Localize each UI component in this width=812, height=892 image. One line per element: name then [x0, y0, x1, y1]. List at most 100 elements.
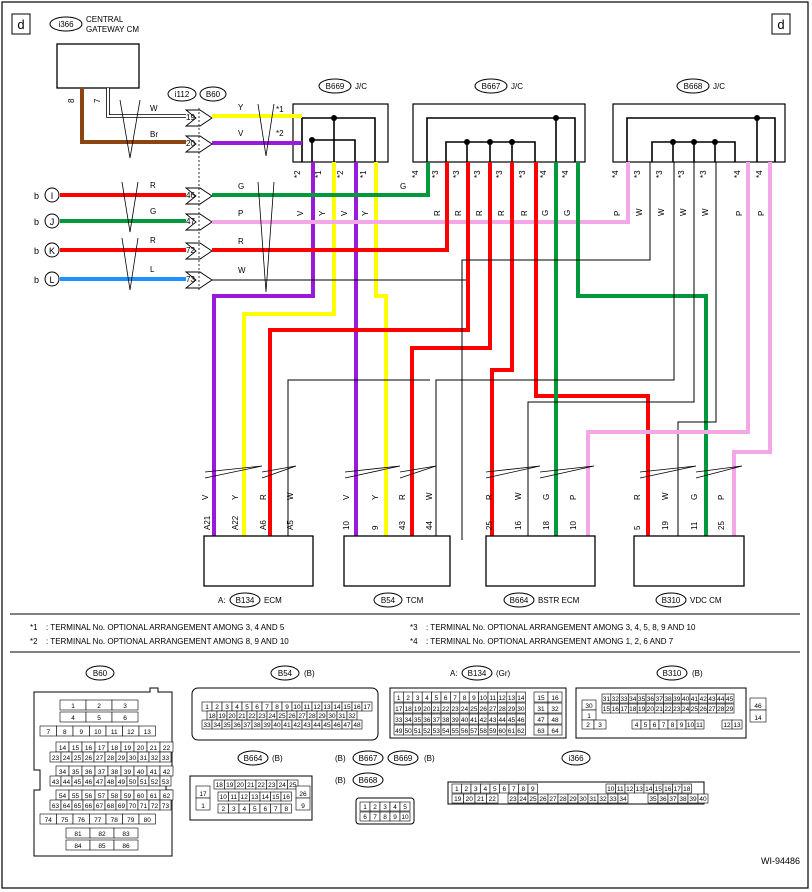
b134-pin: 2 — [406, 695, 410, 702]
svg-text:Y: Y — [361, 210, 370, 216]
bstr-code: B664 — [510, 596, 529, 605]
b54-pin: 36 — [233, 722, 241, 729]
svg-text:P: P — [757, 211, 766, 216]
i366-pin: 6 — [502, 786, 506, 793]
b669-node-2 — [309, 137, 315, 143]
cv-b669-title: B669 — [394, 754, 413, 763]
tcm-name: TCM — [406, 596, 424, 605]
svg-text:V: V — [201, 494, 210, 500]
b-refs: b I b J b K b L — [34, 187, 60, 287]
b54-pin: 27 — [298, 713, 306, 720]
cv-b667-title: B667 — [359, 754, 378, 763]
svg-text:P: P — [735, 211, 744, 216]
svg-text:W: W — [679, 208, 688, 216]
ecm-code: B134 — [236, 596, 255, 605]
svg-text:*1: *1 — [359, 170, 368, 178]
b134-pin: 18 — [404, 706, 412, 713]
b54-pin: 48 — [353, 722, 361, 729]
b60-pin: 78 — [111, 817, 119, 824]
b54-pin: 42 — [293, 722, 301, 729]
svg-text:*3: *3 — [431, 170, 440, 178]
b134-pin: 32 — [551, 706, 559, 713]
b134-pin: 10 — [480, 695, 488, 702]
b134-pin: 51 — [414, 728, 422, 735]
cv-b667-oval — [352, 750, 384, 766]
b310-pin: 40 — [682, 696, 690, 703]
b134-pin: 6 — [444, 695, 448, 702]
b60-pin: 54 — [59, 793, 67, 800]
b60-pin: 24 — [63, 755, 71, 762]
b60-pin: 39 — [124, 769, 132, 776]
cv-b310-oval — [656, 665, 688, 681]
b60-pin: 19 — [124, 745, 132, 752]
note-2-mark: *2 — [30, 637, 38, 646]
b310-pin: 15 — [603, 706, 611, 713]
cv-b310-color: (B) — [692, 669, 703, 678]
i366-pin: 20 — [466, 796, 474, 803]
b60-pin: 46 — [85, 779, 93, 786]
b310-pin: 34 — [629, 696, 637, 703]
b54-pin: 47 — [343, 722, 351, 729]
b60-pin: 5 — [97, 715, 101, 722]
b60-label: B60 — [206, 90, 221, 99]
b667-internal — [426, 117, 576, 162]
b60-pin: 40 — [137, 769, 145, 776]
b310-pin: 1 — [587, 713, 591, 720]
b60-pin: 18 — [111, 745, 119, 752]
svg-text:b: b — [34, 275, 39, 285]
b134-pin: 61 — [508, 728, 516, 735]
b669-node-1 — [331, 115, 337, 121]
b60-cell — [111, 699, 139, 711]
cv-b134-oval — [461, 665, 493, 681]
label-g-46b: G — [400, 182, 406, 191]
b668-label: B668 — [684, 82, 703, 91]
b134-pin: 13 — [508, 695, 516, 702]
b668-internal — [626, 117, 776, 162]
twist-mark-gw — [119, 99, 141, 159]
b664-pin: 6 — [263, 806, 267, 813]
cv-b664-color: (B) — [272, 754, 283, 763]
svg-text:*1: *1 — [314, 170, 323, 178]
b310-pin: 46 — [754, 703, 762, 710]
i366-cell — [617, 793, 629, 804]
b310-pin: 35 — [638, 696, 646, 703]
b310-pin: 14 — [754, 715, 762, 722]
b60-pin: 12 — [127, 729, 135, 736]
pin-20: 20 — [186, 139, 195, 148]
b668-w-wires — [287, 162, 717, 540]
b54-pin: 8 — [275, 704, 279, 711]
b134-pin: 12 — [498, 695, 506, 702]
b667-pin: 1 — [363, 804, 367, 811]
b60-pin: 47 — [96, 779, 104, 786]
b54-pin: 35 — [223, 722, 231, 729]
note-4-text: : TERMINAL No. OPTIONAL ARRANGEMENT AMON… — [426, 637, 674, 646]
b134-pin: 54 — [442, 728, 450, 735]
b60-pin: 27 — [96, 755, 104, 762]
i366-pin: 24 — [519, 796, 527, 803]
wire-r-bstr — [490, 162, 514, 540]
b664-pin: 25 — [289, 782, 297, 789]
b60-pin: 82 — [98, 831, 106, 838]
b134-pin: 7 — [453, 695, 457, 702]
svg-text:Y: Y — [371, 494, 380, 500]
svg-text:G: G — [563, 210, 572, 216]
note-1-text: : TERMINAL No. OPTIONAL ARRANGEMENT AMON… — [46, 623, 285, 632]
b134-pin: 52 — [423, 728, 431, 735]
b310-pin: 25 — [691, 706, 699, 713]
b134-pin: 28 — [498, 706, 506, 713]
cv-b134-title: B134 — [468, 669, 487, 678]
label-br-gw: Br — [150, 130, 158, 139]
b134-pin: 4 — [425, 695, 429, 702]
b60-pin: 34 — [59, 769, 67, 776]
b54-pin: 10 — [293, 704, 301, 711]
b664-pin: 24 — [279, 782, 287, 789]
i366-pin: 27 — [549, 796, 557, 803]
b669-label: B669 — [326, 82, 345, 91]
b668-box — [612, 103, 786, 163]
b60-pin: 76 — [78, 817, 86, 824]
i366-cell — [681, 783, 692, 794]
b667-jc: J/C — [511, 82, 523, 91]
b310-cell — [593, 719, 607, 730]
b54-pin: 43 — [303, 722, 311, 729]
